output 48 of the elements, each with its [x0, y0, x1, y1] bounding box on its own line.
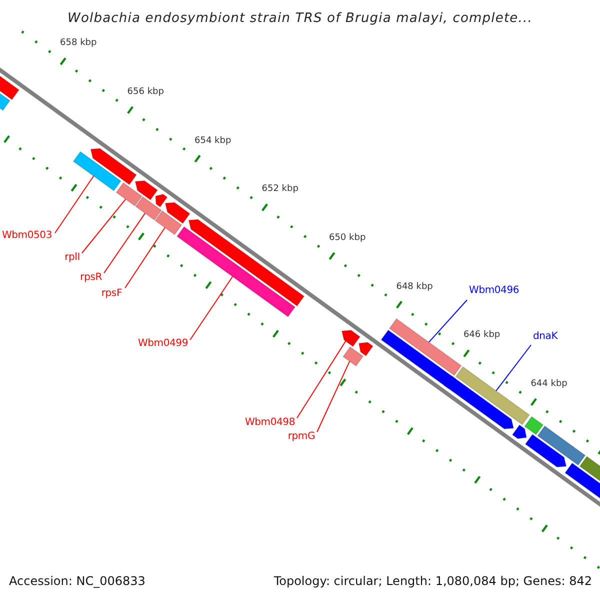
leader-line	[124, 227, 166, 288]
scale-label: 650 kbp	[328, 234, 366, 243]
gene-feature	[116, 182, 143, 207]
scale-label: 644 kbp	[530, 380, 568, 389]
gene-feature	[154, 210, 182, 236]
gene-feature	[341, 330, 361, 348]
gene-feature	[342, 346, 364, 367]
gene-feature	[524, 416, 544, 436]
gene-label: rpsF	[101, 289, 122, 299]
gene-label: Wbm0496	[469, 286, 520, 296]
gene-label: dnaK	[533, 332, 558, 342]
gene-feature	[134, 180, 158, 201]
leader-line	[316, 360, 350, 432]
leader-line	[496, 344, 532, 392]
footer-text: Topology: circular; Length: 1,080,084 bp; Genes: 842	[274, 575, 592, 587]
gene-feature	[536, 425, 586, 466]
leader-line	[296, 340, 346, 418]
gene-label: rpmG	[288, 432, 315, 442]
leader-line	[190, 276, 233, 340]
gene-feature	[358, 342, 374, 357]
gene-feature	[444, 375, 514, 430]
scale-label: 646 kbp	[463, 331, 500, 340]
leader-line	[428, 300, 468, 343]
scale-label: 656 kbp	[127, 88, 164, 97]
scale-label: 652 kbp	[262, 185, 298, 194]
scale-label: 648 kbp	[396, 282, 433, 292]
title: Wolbachia endosymbiont strain TRS of Brugia malayi, complete...	[66, 12, 534, 25]
gene-label: Wbm0499	[138, 339, 188, 349]
gene-label: Wbm0503	[2, 231, 52, 241]
scale-label: 654 kbp	[194, 136, 232, 146]
leader-line	[104, 212, 146, 274]
gene-label: Wbm0498	[244, 418, 295, 428]
gene-feature	[188, 218, 305, 307]
gene-feature	[155, 194, 168, 208]
gene-feature	[524, 434, 567, 468]
gene-feature	[72, 150, 122, 192]
gene-feature	[135, 196, 162, 221]
scale-label: 658 kbp	[60, 39, 97, 48]
gene-label: rplI	[64, 253, 80, 263]
gene-feature	[455, 366, 530, 426]
gene-feature	[388, 318, 462, 376]
leader-line	[54, 176, 94, 234]
gene-label: rpsR	[80, 273, 102, 283]
gene-feature	[176, 226, 296, 318]
leader-line	[82, 198, 126, 254]
gene-feature	[90, 148, 138, 186]
gene-feature	[164, 202, 191, 224]
footer-text: Accession: NC_006833	[9, 575, 146, 587]
